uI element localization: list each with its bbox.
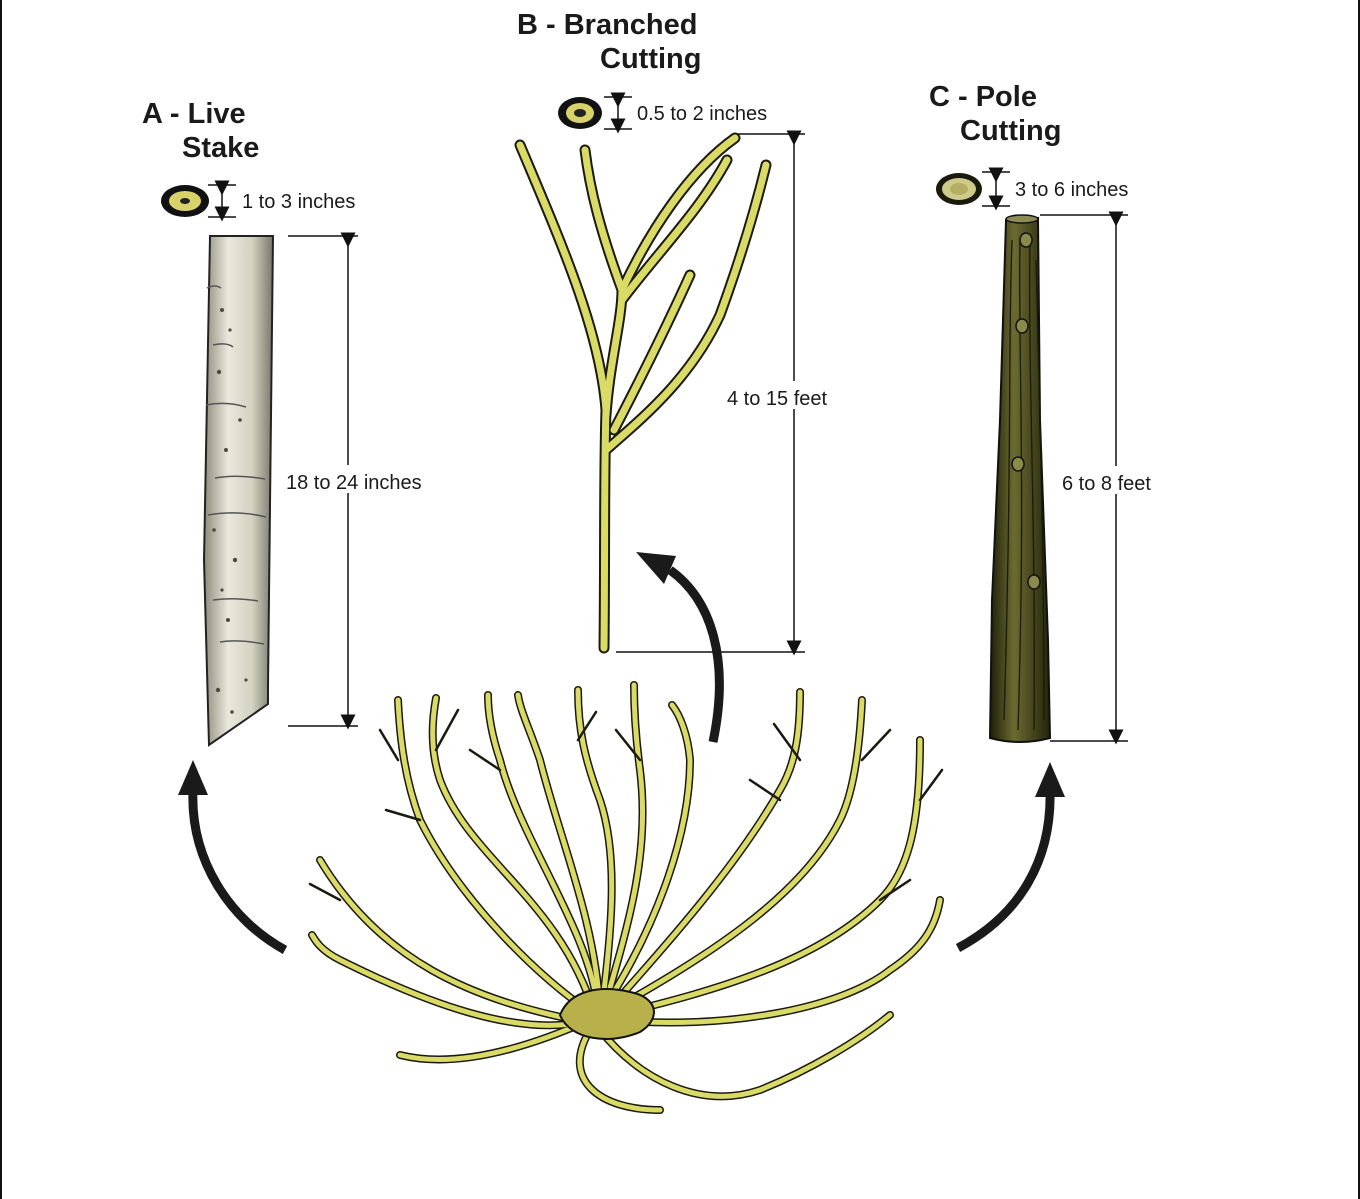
pole-cutting-title-line1: C - Pole xyxy=(929,81,1037,113)
branched-cutting-diameter-label: 0.5 to 2 inches xyxy=(637,103,767,125)
live-stake-illustration xyxy=(204,236,273,745)
pole-cutting-diameter-marker xyxy=(982,172,1010,206)
live-stake-title-line1: A - Live xyxy=(142,98,246,130)
live-stake-diameter-label: 1 to 3 inches xyxy=(242,191,355,213)
branched-cutting-length-label: 4 to 15 feet xyxy=(727,388,828,410)
pole-cutting-title-line2: Cutting xyxy=(960,115,1061,147)
pole-cutting-diameter-label: 3 to 6 inches xyxy=(1015,179,1128,201)
live-stake-diameter-marker xyxy=(208,185,236,217)
pole-cutting-cross-section-icon xyxy=(936,173,982,205)
branched-cutting-title-line2: Cutting xyxy=(600,43,701,75)
branched-cutting-cross-section-icon xyxy=(558,97,602,129)
live-stake-length-label: 18 to 24 inches xyxy=(286,472,422,494)
arrow-to-live-stake-icon xyxy=(178,760,285,950)
branched-cutting-group: B - Branched Cutting 0.5 to 2 inches xyxy=(517,9,867,652)
source-shrub-illustration xyxy=(310,685,942,1110)
pole-cutting-illustration xyxy=(990,215,1050,742)
live-stake-title-line2: Stake xyxy=(182,132,259,164)
branched-cutting-diameter-marker xyxy=(604,97,632,129)
pole-cutting-group: C - Pole Cutting 3 to 6 inches xyxy=(929,81,1185,742)
pole-cutting-length-label: 6 to 8 feet xyxy=(1062,473,1151,495)
branched-cutting-title-line1: B - Branched xyxy=(517,9,697,41)
live-stake-cross-section-icon xyxy=(161,185,209,217)
live-stake-group: A - Live Stake 1 to 3 inches xyxy=(142,98,470,745)
arrow-to-pole-cutting-icon xyxy=(958,762,1065,948)
